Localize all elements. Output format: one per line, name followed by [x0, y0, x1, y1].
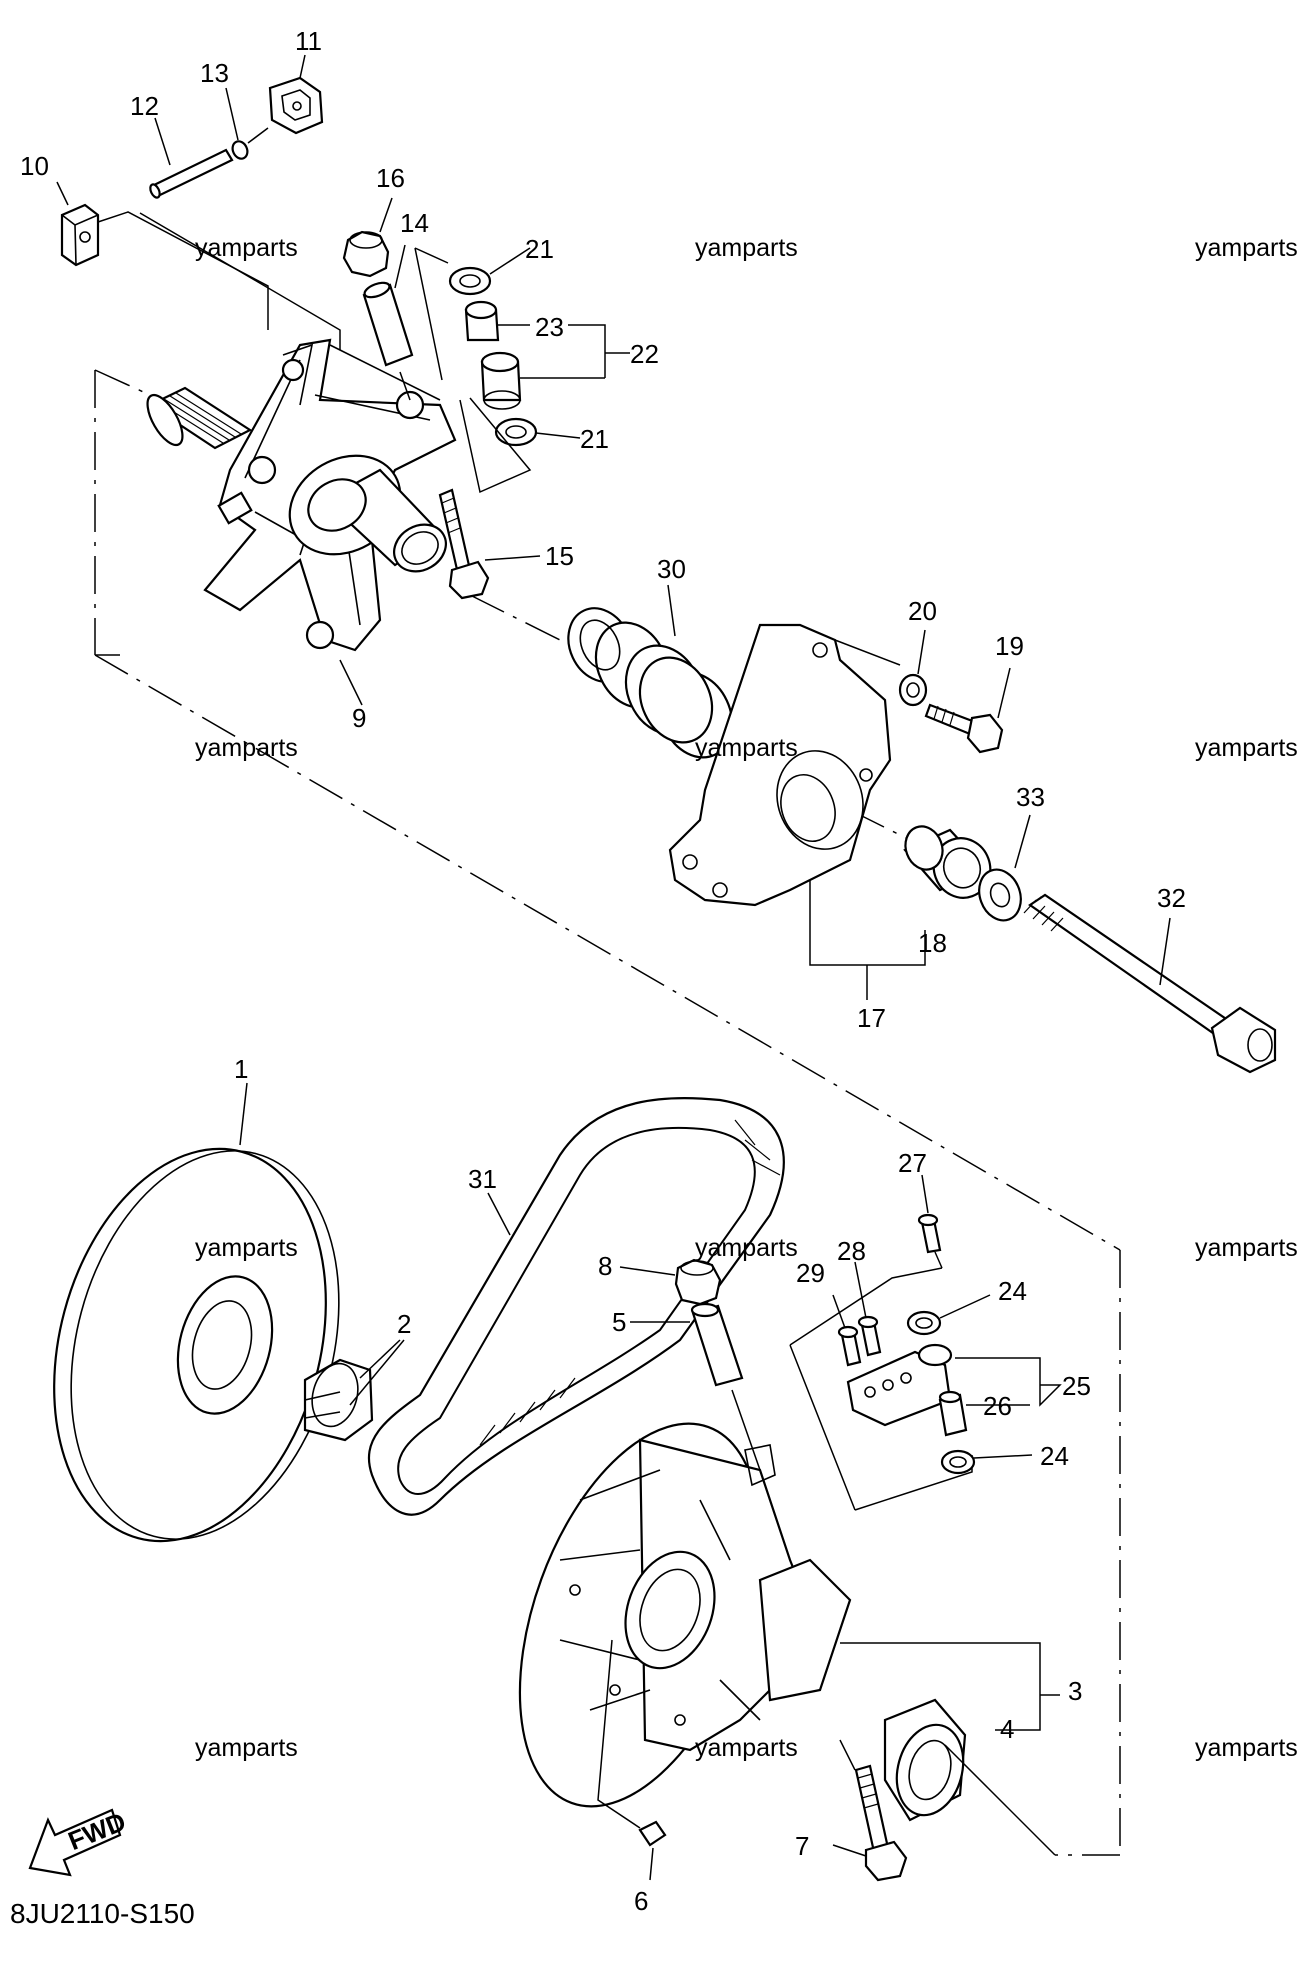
- part-11-slider: [268, 54, 324, 135]
- callout-2: 2: [397, 1309, 411, 1339]
- watermark: yamparts: [1195, 234, 1298, 262]
- watermark: yamparts: [1195, 1734, 1298, 1762]
- drawing-code: 8JU2110-S150: [10, 1898, 195, 1929]
- part-22-bushing: [480, 351, 605, 410]
- part-27-screw: [917, 1174, 943, 1269]
- callout-7: 7: [795, 1831, 809, 1861]
- watermark: yamparts: [195, 1234, 298, 1262]
- callout-32: 32: [1157, 883, 1186, 913]
- callout-5: 5: [612, 1307, 626, 1337]
- callout-15: 15: [545, 541, 574, 571]
- part-2-collet: [303, 1339, 405, 1442]
- part-9-spider: [146, 338, 457, 706]
- part-25-weight: [846, 1343, 953, 1427]
- callout-8: 8: [598, 1251, 612, 1281]
- watermark: yamparts: [1195, 734, 1298, 762]
- callout-29: 29: [796, 1258, 825, 1288]
- callout-33: 33: [1016, 782, 1045, 812]
- watermarks: yamparts yamparts yamparts yamparts yamp…: [195, 234, 1298, 1762]
- callout-11: 11: [295, 26, 322, 56]
- part-24-washer-top: [906, 1294, 991, 1336]
- callout-10: 10: [20, 151, 49, 181]
- callout-26: 26: [983, 1391, 1012, 1421]
- fwd-arrow-icon: FWD: [28, 1806, 130, 1877]
- part-8-nut: [619, 1258, 722, 1306]
- part-14-collar: [362, 244, 414, 401]
- callout-4: 4: [1000, 1714, 1014, 1744]
- part-32-bolt: [1023, 893, 1277, 1074]
- part-33-washer: [978, 814, 1031, 922]
- part-19-bolt: [924, 667, 1011, 754]
- part-21-washer-bottom: [494, 417, 581, 447]
- callout-3: 3: [1068, 1676, 1082, 1706]
- callout-16: 16: [376, 163, 405, 193]
- part-17-cap: [668, 623, 926, 1000]
- part-13-ring: [225, 87, 269, 160]
- part-20-washer: [898, 629, 928, 707]
- callout-24: 24: [1040, 1441, 1069, 1471]
- part-6-pin: [597, 1639, 667, 1881]
- watermark: yamparts: [195, 734, 298, 762]
- part-10-slider: [56, 181, 100, 267]
- callout-14: 14: [400, 208, 429, 238]
- callout-28: 28: [837, 1236, 866, 1266]
- callout-labels: 1 2 3 4 5 6 7 8 9 10 11 12 13 14 15 16 1…: [20, 26, 1186, 1916]
- callout-31: 31: [468, 1164, 497, 1194]
- part-28-screw: [854, 1261, 882, 1357]
- callout-17: 17: [857, 1003, 886, 1033]
- callout-1: 1: [234, 1054, 248, 1084]
- callout-20: 20: [908, 596, 937, 626]
- part-21-washer-top: [448, 247, 531, 296]
- part-12-pin: [149, 117, 234, 199]
- part-15-bolt: [438, 488, 541, 600]
- watermark: yamparts: [695, 734, 798, 762]
- part-29-screw: [832, 1294, 862, 1367]
- part-26-collar: [938, 1390, 1030, 1437]
- part-18-bushing: [903, 825, 992, 899]
- part-23-bushing: [464, 300, 530, 342]
- callout-19: 19: [995, 631, 1024, 661]
- watermark: yamparts: [695, 1234, 798, 1262]
- part-3-housing: [518, 1422, 1060, 1808]
- part-31-belt: [367, 1096, 785, 1516]
- callout-21: 21: [525, 234, 554, 264]
- part-16-nut: [342, 197, 393, 278]
- watermark: yamparts: [1195, 1234, 1298, 1262]
- callout-13: 13: [200, 58, 229, 88]
- watermark: yamparts: [195, 1734, 298, 1762]
- part-5-collar: [630, 1302, 761, 1471]
- callout-9: 9: [352, 703, 366, 733]
- callout-30: 30: [657, 554, 686, 584]
- watermark: yamparts: [695, 1734, 798, 1762]
- callout-18: 18: [918, 928, 947, 958]
- part-24-washer-bottom: [940, 1449, 1033, 1475]
- callout-22: 22: [630, 339, 659, 369]
- watermark: yamparts: [695, 234, 798, 262]
- part-4-bearing: [883, 1698, 967, 1822]
- callout-12: 12: [130, 91, 159, 121]
- callout-6: 6: [634, 1886, 648, 1916]
- watermark: yamparts: [195, 234, 298, 262]
- callout-23: 23: [535, 312, 564, 342]
- callout-24: 24: [998, 1276, 1027, 1306]
- part-7-bolt: [832, 1739, 908, 1882]
- callout-27: 27: [898, 1148, 927, 1178]
- callout-25: 25: [1062, 1371, 1091, 1401]
- fwd-label: FWD: [64, 1806, 130, 1856]
- part-1-sheave: [53, 1082, 340, 1543]
- callout-21: 21: [580, 424, 609, 454]
- part-30-spring: [567, 584, 734, 759]
